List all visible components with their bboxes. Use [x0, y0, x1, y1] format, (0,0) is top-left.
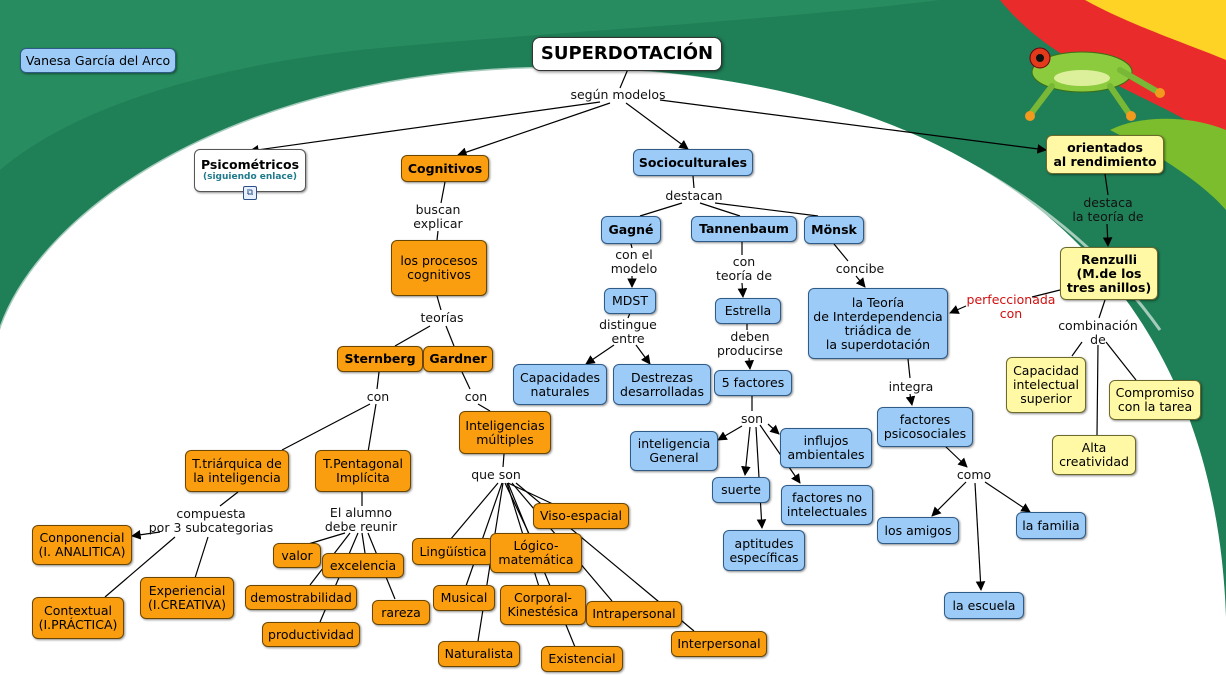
- node-5-factores[interactable]: 5 factores: [714, 370, 792, 396]
- node-gagne[interactable]: Gagné: [601, 216, 661, 244]
- label-integra: integra: [888, 379, 934, 394]
- node-logico-matematica[interactable]: Lógico- matemática: [490, 533, 582, 573]
- label-son: son: [740, 411, 764, 426]
- node-psicometricos[interactable]: Psicométricos (siguiendo enlace): [194, 149, 306, 192]
- node-sternberg[interactable]: Sternberg: [337, 346, 423, 372]
- node-experiencial[interactable]: Experiencial (I.CREATIVA): [140, 577, 234, 619]
- node-existencial[interactable]: Existencial: [541, 646, 623, 672]
- node-procesos-cognitivos[interactable]: los procesos cognitivos: [391, 240, 487, 296]
- node-orientados-rendimiento[interactable]: orientados al rendimiento: [1046, 135, 1164, 174]
- node-suerte[interactable]: suerte: [712, 477, 770, 503]
- label-perfeccionada-con: perfeccionada con: [966, 292, 1056, 321]
- node-influjos-ambientales[interactable]: influjos ambientales: [780, 428, 872, 468]
- node-capacidades-naturales[interactable]: Capacidades naturales: [513, 364, 607, 405]
- node-renzulli[interactable]: Renzulli (M.de los tres anillos): [1060, 247, 1158, 300]
- label-deben-producirse: deben producirse: [717, 329, 783, 358]
- label-que-son: que son: [471, 467, 521, 482]
- map-title: SUPERDOTACIÓN: [532, 37, 722, 71]
- label-con-sternberg: con: [366, 389, 390, 404]
- label-compuesta: compuesta por 3 subcategorias: [148, 506, 274, 535]
- label-el-alumno: El alumno debe reunir: [324, 505, 398, 534]
- node-los-amigos[interactable]: los amigos: [877, 517, 959, 544]
- node-triarquica[interactable]: T.triárquica de la inteligencia: [185, 450, 289, 492]
- label-destaca-teoria: destaca la teoría de: [1072, 195, 1144, 224]
- node-gardner[interactable]: Gardner: [423, 346, 493, 372]
- node-componencial[interactable]: Conponencial (I. ANALITICA): [32, 525, 132, 565]
- external-link-icon[interactable]: ⧉: [243, 186, 257, 200]
- node-pentagonal[interactable]: T.Pentagonal Implícita: [315, 450, 411, 492]
- node-alta-creatividad[interactable]: Alta creatividad: [1052, 435, 1136, 475]
- external-link-text[interactable]: (siguiendo enlace): [203, 172, 297, 182]
- node-la-familia[interactable]: la familia: [1016, 512, 1086, 539]
- node-intrapersonal[interactable]: Intrapersonal: [586, 601, 682, 627]
- node-cognitivos[interactable]: Cognitivos: [401, 155, 489, 182]
- node-socioculturales[interactable]: Socioculturales: [633, 149, 753, 176]
- node-factores-no-intelectuales[interactable]: factores no intelectuales: [781, 485, 873, 525]
- node-linguistica[interactable]: Lingüística: [412, 538, 494, 565]
- label-combinacion-de: combinación de: [1058, 318, 1138, 347]
- label-teorias: teorías: [420, 310, 464, 325]
- label-distingue-entre: distingue entre: [599, 317, 657, 346]
- label-destacan: destacan: [665, 188, 723, 203]
- node-rareza[interactable]: rareza: [372, 600, 430, 625]
- node-demostrabilidad[interactable]: demostrabilidad: [245, 585, 357, 610]
- label-concibe: concibe: [835, 261, 885, 276]
- node-mdst[interactable]: MDST: [604, 288, 656, 314]
- label-buscan-explicar: buscan explicar: [413, 202, 463, 231]
- node-capacidad-intelectual[interactable]: Capacidad intelectual superior: [1006, 357, 1086, 413]
- node-corporal-kinestesica[interactable]: Corporal- Kinestésica: [500, 585, 586, 625]
- node-naturalista[interactable]: Naturalista: [438, 641, 520, 667]
- label-con-teoria-de: con teoría de: [715, 254, 773, 283]
- node-estrella[interactable]: Estrella: [715, 298, 781, 324]
- frog-image: [1000, 0, 1226, 210]
- label-como: como: [956, 467, 992, 482]
- node-viso-espacial[interactable]: Viso-espacial: [533, 503, 629, 529]
- node-teoria-interdependencia[interactable]: la Teoría de Interdependencia triádica d…: [808, 288, 948, 359]
- node-valor[interactable]: valor: [273, 543, 321, 568]
- node-interpersonal[interactable]: Interpersonal: [671, 631, 767, 657]
- node-la-escuela[interactable]: la escuela: [944, 592, 1024, 619]
- node-destrezas-desarrolladas[interactable]: Destrezas desarrolladas: [613, 364, 711, 405]
- node-musical[interactable]: Musical: [433, 585, 495, 611]
- node-inteligencia-general[interactable]: inteligencia General: [630, 431, 718, 471]
- node-factores-psicosociales[interactable]: factores psicosociales: [877, 407, 973, 447]
- node-tannenbaum[interactable]: Tannenbaum: [691, 216, 797, 242]
- node-compromiso-tarea[interactable]: Compromiso con la tarea: [1109, 380, 1201, 420]
- author-name: Vanesa García del Arco: [20, 48, 176, 73]
- label-con-gardner: con: [464, 389, 488, 404]
- node-contextual[interactable]: Contextual (I.PRÁCTICA): [32, 597, 124, 639]
- node-excelencia[interactable]: excelencia: [322, 553, 404, 578]
- node-aptitudes-especificas[interactable]: aptitudes específicas: [723, 530, 805, 571]
- label-con-el-modelo: con el modelo: [610, 247, 658, 276]
- node-monsk[interactable]: Mönsk: [804, 216, 864, 244]
- node-psicometricos-label: Psicométricos: [200, 157, 300, 172]
- label-segun-modelos: según modelos: [570, 87, 666, 102]
- node-productividad[interactable]: productividad: [262, 622, 360, 647]
- node-inteligencias-multiples[interactable]: Inteligencias múltiples: [459, 411, 551, 454]
